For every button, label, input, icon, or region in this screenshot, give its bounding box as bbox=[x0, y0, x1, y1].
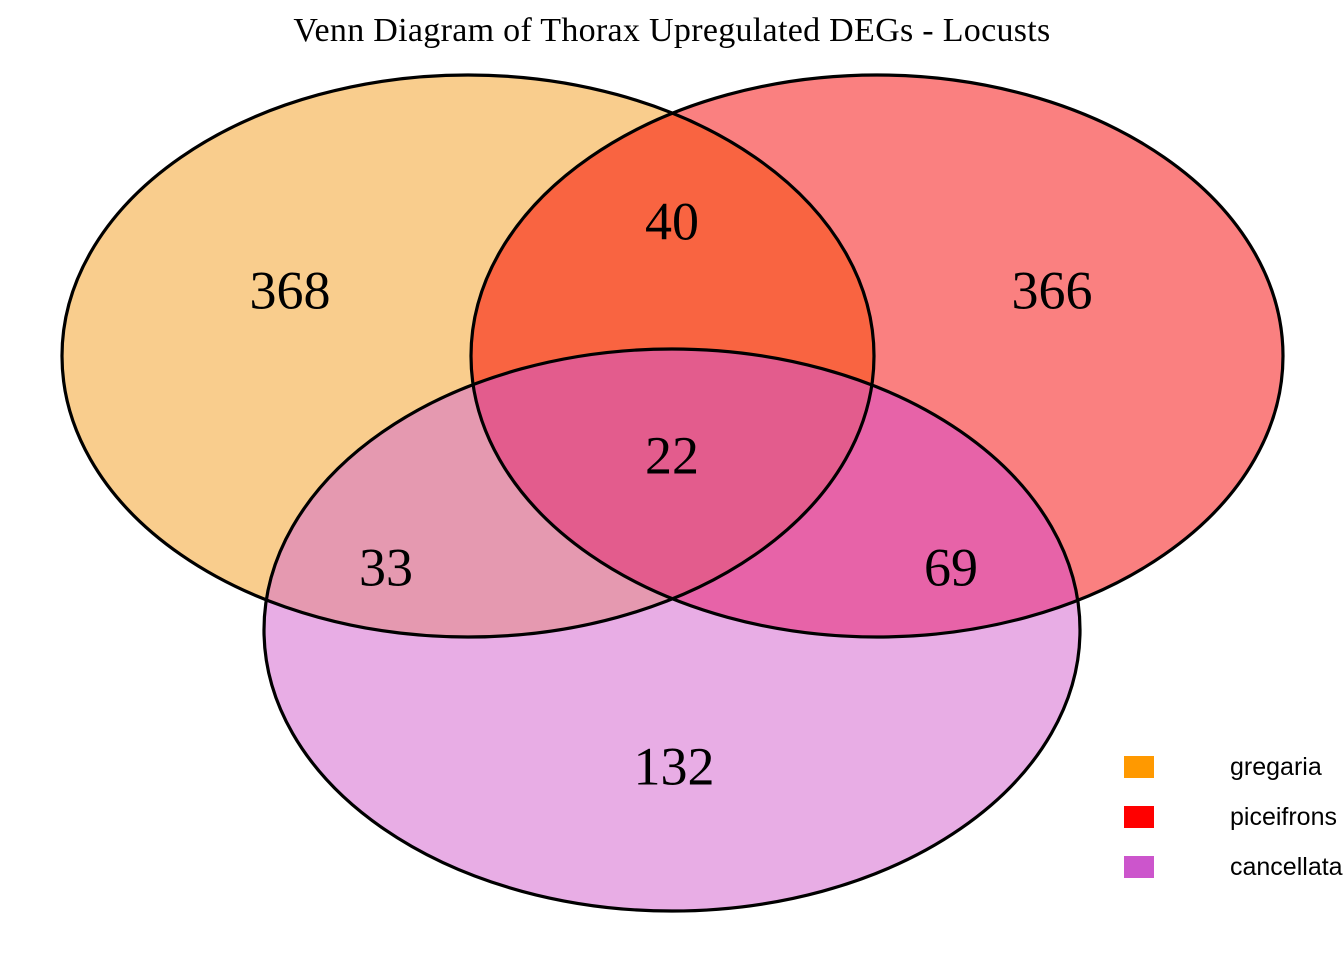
legend-label-gregaria: gregaria bbox=[1230, 752, 1322, 781]
count-gregaria-piceifrons: 40 bbox=[645, 191, 699, 251]
legend-swatch-cancellata bbox=[1124, 856, 1154, 878]
count-gregaria-only: 368 bbox=[250, 260, 331, 320]
venn-region-labels: 368 366 40 22 33 69 132 bbox=[250, 191, 1093, 796]
legend-label-cancellata: cancellata bbox=[1230, 852, 1343, 881]
piceifrons-ellipse-outline[interactable] bbox=[469, 73, 1285, 639]
count-piceifrons-cancellata: 69 bbox=[924, 537, 978, 597]
legend-item-piceifrons[interactable]: piceifrons bbox=[1124, 792, 1344, 842]
legend-label-piceifrons: piceifrons bbox=[1230, 802, 1337, 831]
page-title: Venn Diagram of Thorax Upregulated DEGs … bbox=[293, 12, 1051, 49]
legend-item-gregaria[interactable]: gregaria bbox=[1124, 742, 1344, 792]
venn-ellipse-outlines bbox=[60, 73, 1285, 913]
gregaria-ellipse-outline[interactable] bbox=[60, 73, 876, 639]
cancellata-ellipse-outline[interactable] bbox=[262, 347, 1082, 913]
venn-region-fills bbox=[62, 75, 1283, 911]
count-piceifrons-only: 366 bbox=[1012, 260, 1093, 320]
legend-swatch-piceifrons bbox=[1124, 806, 1154, 828]
legend-item-cancellata[interactable]: cancellata bbox=[1124, 842, 1344, 892]
count-cancellata-only: 132 bbox=[634, 736, 715, 796]
legend-swatch-gregaria bbox=[1124, 756, 1154, 778]
count-gregaria-cancellata: 33 bbox=[359, 537, 413, 597]
count-all-three: 22 bbox=[645, 425, 699, 485]
legend: gregaria piceifrons cancellata bbox=[1124, 742, 1344, 892]
